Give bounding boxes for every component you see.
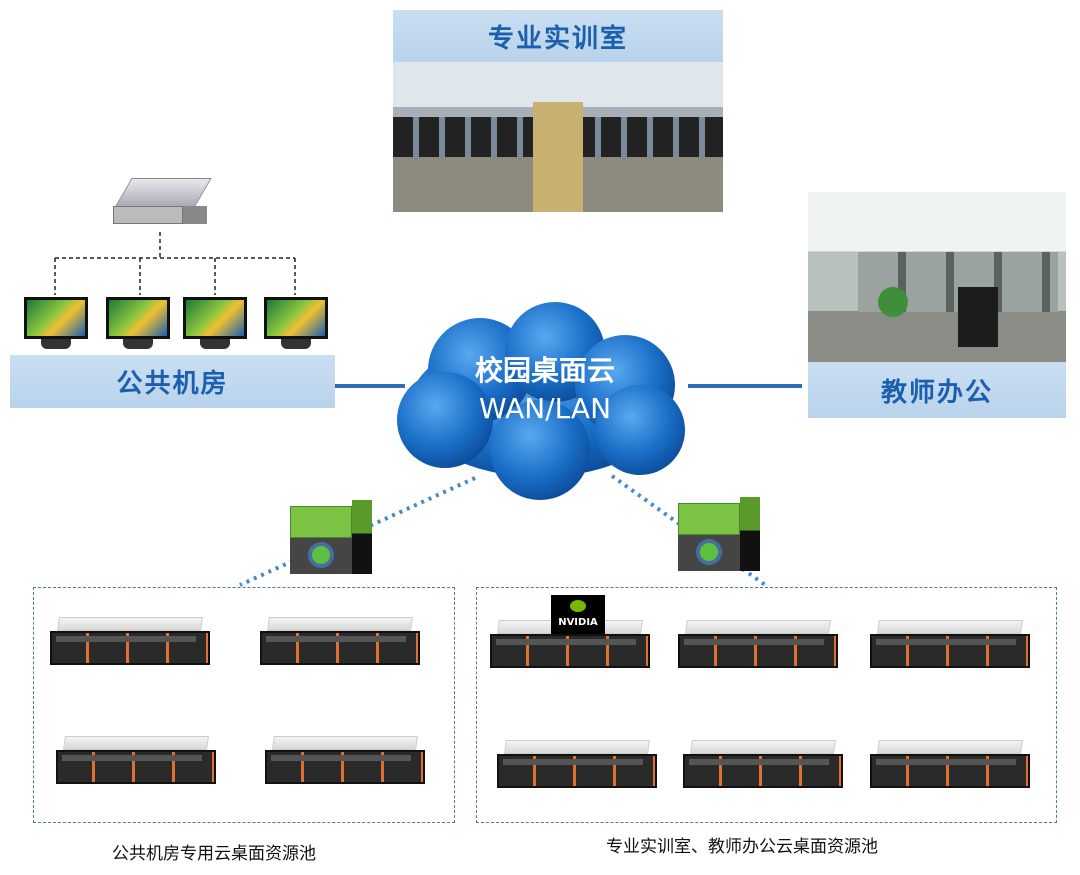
server-icon: [678, 620, 838, 668]
lab-tree-lines: [54, 232, 296, 295]
right-pool-caption: 专业实训室、教师办公云桌面资源池: [606, 837, 878, 857]
training-office-resource-pool: [476, 587, 1057, 823]
training-room-label: 专业实训室: [393, 10, 723, 62]
left-pool-caption: 公共机房专用云桌面资源池: [112, 844, 316, 864]
nvidia-logo: NVIDIA: [551, 595, 605, 634]
monitor-icon: [106, 297, 170, 353]
server-icon: [870, 620, 1030, 668]
nvidia-logo-text: NVIDIA: [558, 617, 598, 628]
monitor-icon: [264, 297, 328, 353]
cloud-title: 校园桌面云: [474, 354, 615, 387]
monitor-icon: [24, 297, 88, 353]
cloud-text: 校园桌面云 WAN/LAN: [420, 352, 670, 428]
server-icon: [683, 740, 843, 788]
teacher-office-photo: [808, 192, 1066, 362]
teacher-office-label: 教师办公: [808, 362, 1066, 418]
server-icon: [260, 617, 420, 665]
server-icon: [56, 736, 216, 784]
public-lab-label: 公共机房: [10, 355, 335, 408]
training-room-photo: [393, 62, 723, 212]
switch-icon: [678, 497, 762, 573]
server-icon: [497, 740, 657, 788]
switch-icon: [290, 500, 374, 576]
cloud-icon: [397, 302, 685, 500]
server-icon: [870, 740, 1030, 788]
public-lab-resource-pool: [33, 587, 455, 823]
server-icon: [50, 617, 210, 665]
monitor-icon: [183, 297, 247, 353]
gpu-server-icon: [490, 620, 650, 668]
cloud-subtitle: WAN/LAN: [478, 392, 612, 425]
thin-client-server-icon: [113, 178, 212, 234]
server-icon: [265, 736, 425, 784]
